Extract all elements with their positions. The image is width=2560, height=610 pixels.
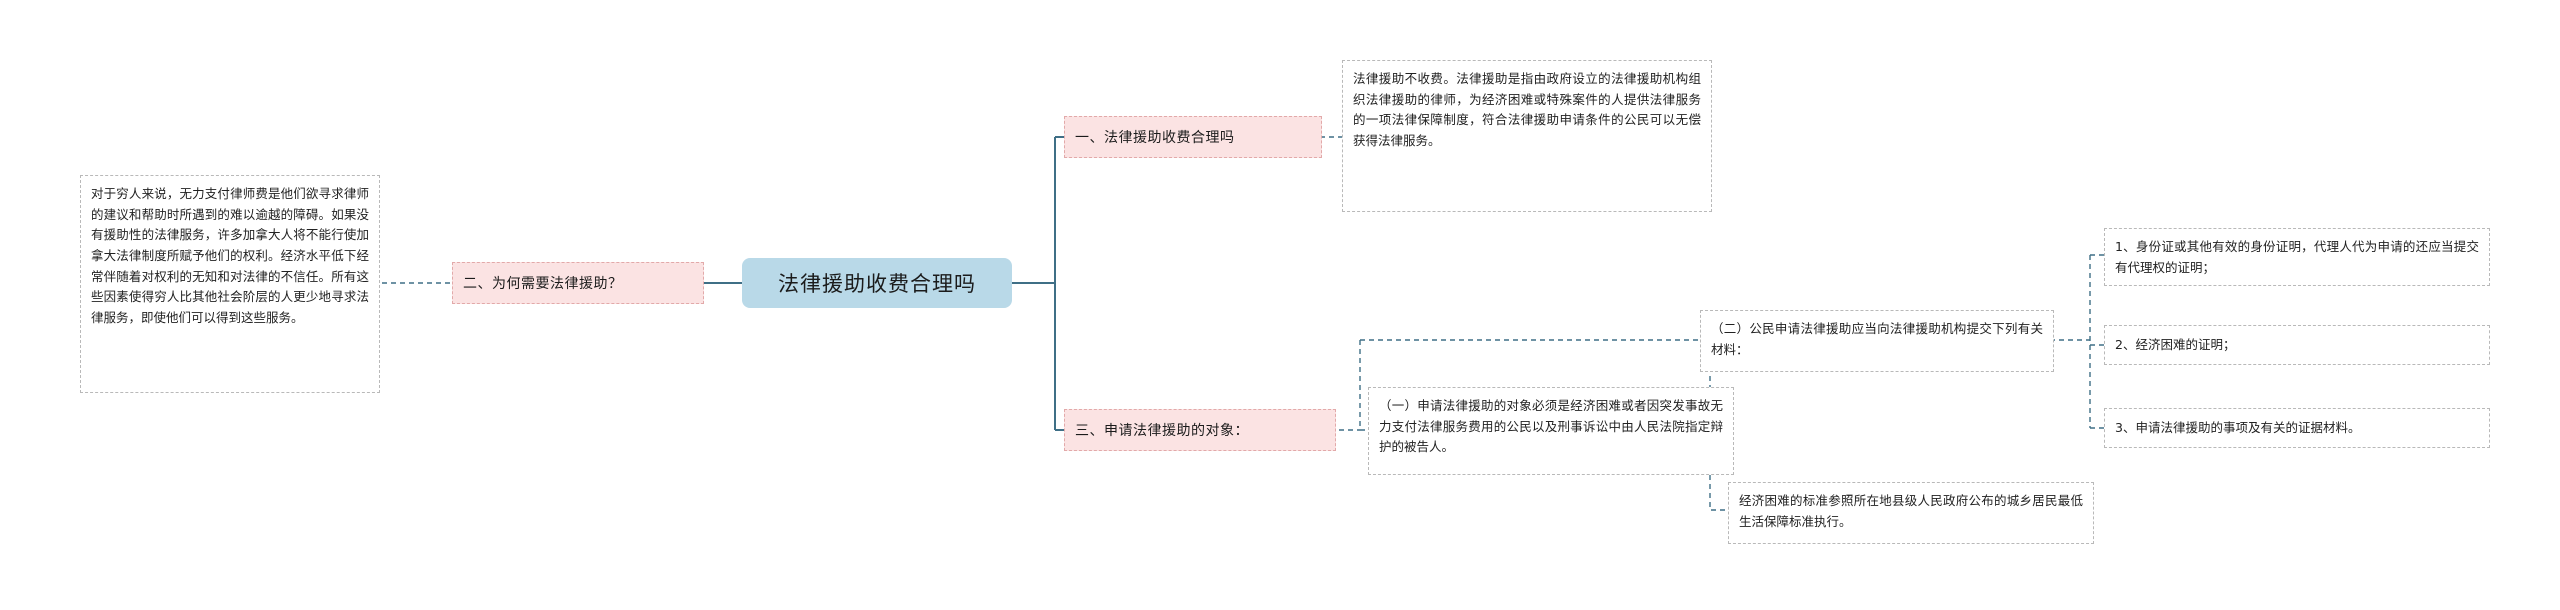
note-object-two: （二）公民申请法律援助应当向法律援助机构提交下列有关材料： (1700, 310, 2054, 372)
note-why-legal-aid: 对于穷人来说，无力支付律师费是他们欲寻求律师的建议和帮助时所遇到的难以逾越的障碍… (80, 175, 380, 393)
branch-aid-objects[interactable]: 三、申请法律援助的对象： (1064, 409, 1336, 451)
note-hardship-standard: 经济困难的标准参照所在地县级人民政府公布的城乡居民最低生活保障标准执行。 (1728, 482, 2094, 544)
root-node[interactable]: 法律援助收费合理吗 (742, 258, 1012, 308)
branch-why-legal-aid[interactable]: 二、为何需要法律援助？ (452, 262, 704, 304)
note-object-one: （一）申请法律援助的对象必须是经济困难或者因突发事故无力支付法律服务费用的公民以… (1368, 387, 1734, 475)
note-material-2: 2、经济困难的证明； (2104, 325, 2490, 365)
note-material-3: 3、申请法律援助的事项及有关的证据材料。 (2104, 408, 2490, 448)
note-material-1: 1、身份证或其他有效的身份证明，代理人代为申请的还应当提交有代理权的证明； (2104, 228, 2490, 286)
note-fee-answer: 法律援助不收费。法律援助是指由政府设立的法律援助机构组织法律援助的律师，为经济困… (1342, 60, 1712, 212)
branch-fee-reasonable[interactable]: 一、法律援助收费合理吗 (1064, 116, 1322, 158)
